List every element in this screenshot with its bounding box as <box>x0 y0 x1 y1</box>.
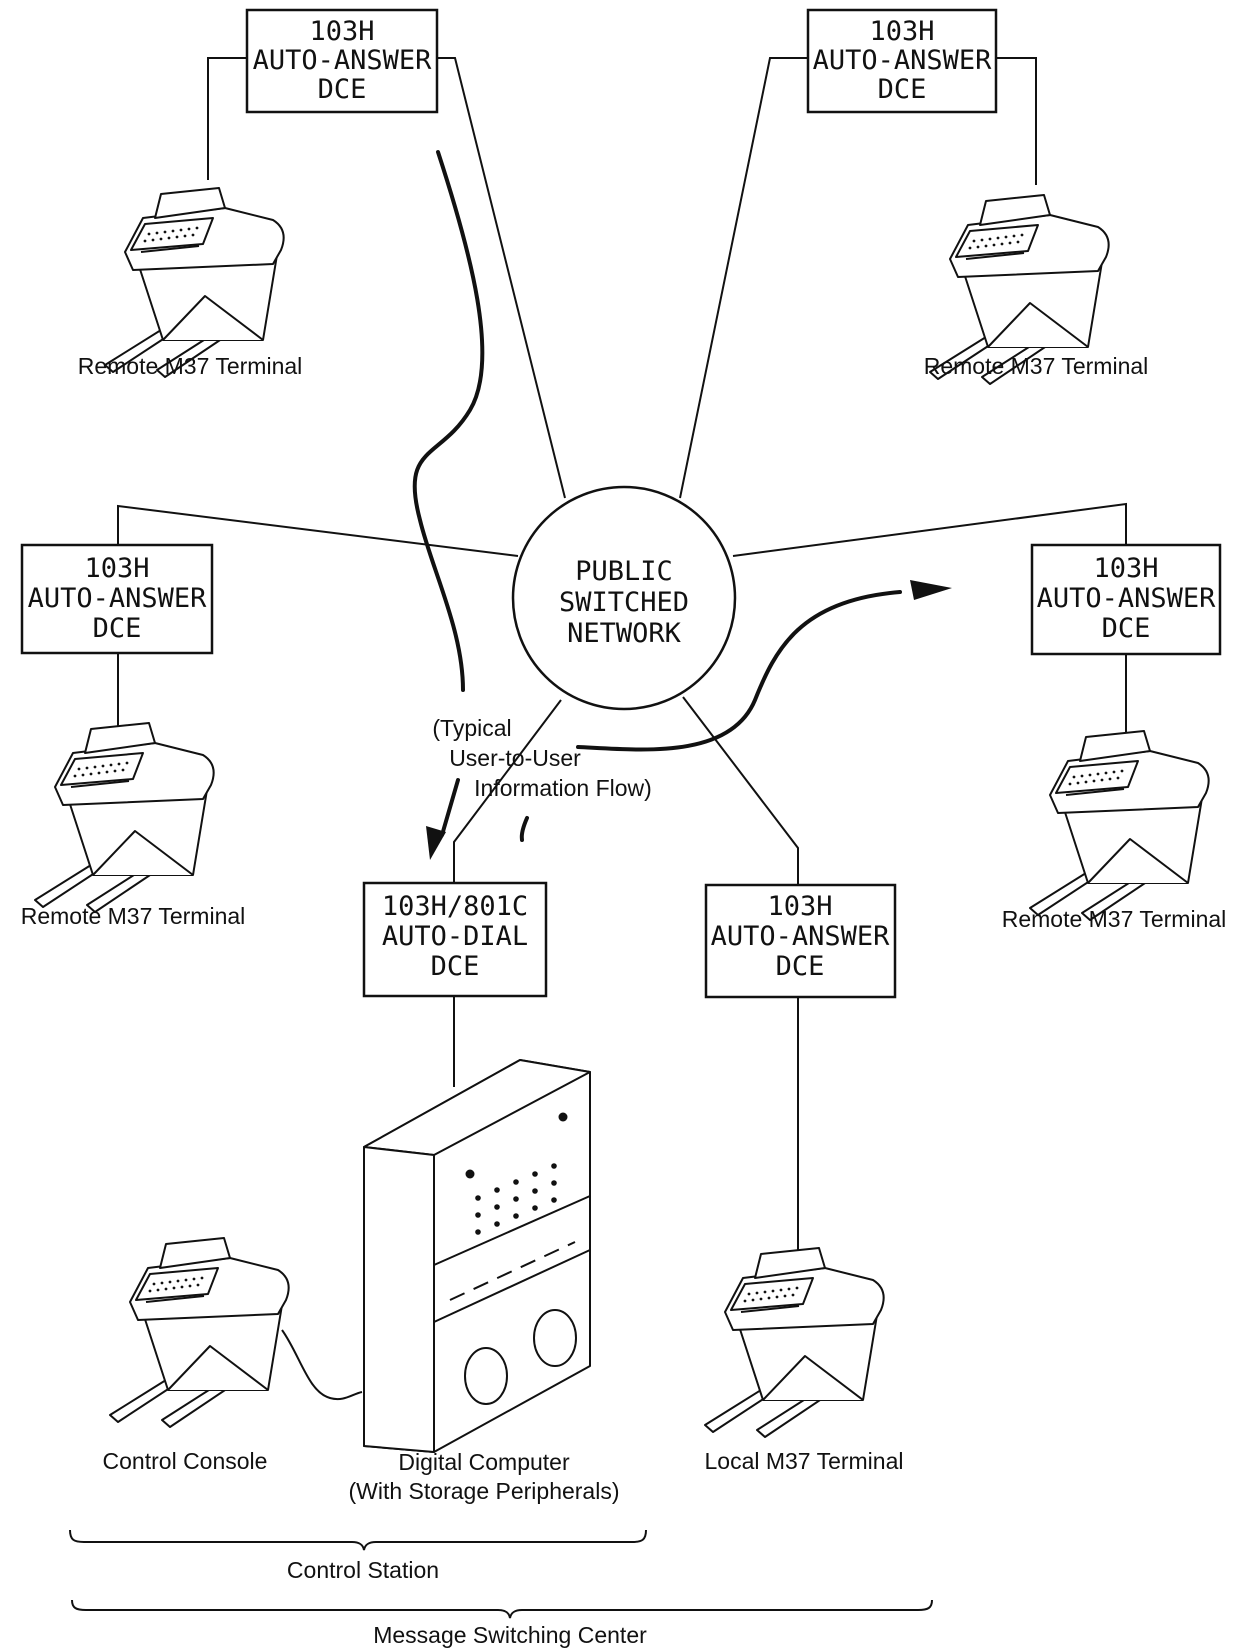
dce-top-right-line-3: DCE <box>878 74 927 105</box>
wire-local <box>683 697 798 885</box>
terminal-mid-right-icon <box>1030 731 1209 920</box>
public-switched-network: PUBLIC SWITCHED NETWORK <box>513 487 735 709</box>
dce-local-line-2: AUTO-ANSWER <box>711 921 891 952</box>
flow-annotation-line-3: Information Flow) <box>474 775 652 801</box>
dce-mid-right-line-2: AUTO-ANSWER <box>1037 583 1217 614</box>
terminal-local-icon <box>705 1248 884 1437</box>
flow-annotation-line-1: (Typical <box>432 715 511 741</box>
computer-label-line-1: Digital Computer <box>398 1449 570 1475</box>
dce-local: 103H AUTO-ANSWER DCE <box>706 885 895 997</box>
dce-top-right: 103H AUTO-ANSWER DCE <box>808 10 996 112</box>
dce-mid-left-line-2: AUTO-ANSWER <box>28 583 208 614</box>
dce-auto-dial-line-1: 103H/801C <box>382 891 528 922</box>
wire-top-right-terminal <box>992 58 1036 185</box>
dce-top-left-line-3: DCE <box>318 74 367 105</box>
digital-computer-icon <box>364 1060 590 1452</box>
dce-top-right-line-1: 103H <box>869 16 934 47</box>
dce-mid-right: 103H AUTO-ANSWER DCE <box>1032 545 1220 654</box>
dce-top-right-line-2: AUTO-ANSWER <box>813 45 993 76</box>
dce-top-left: 103H AUTO-ANSWER DCE <box>247 10 437 112</box>
control-station-label: Control Station <box>287 1557 439 1583</box>
dce-mid-left-line-3: DCE <box>93 613 142 644</box>
computer-label-line-2: (With Storage Peripherals) <box>349 1478 620 1504</box>
terminal-local-label: Local M37 Terminal <box>704 1448 903 1474</box>
message-switching-center-bracket: Message Switching Center <box>72 1600 932 1648</box>
dce-mid-left: 103H AUTO-ANSWER DCE <box>22 545 212 653</box>
network-line-1: PUBLIC <box>575 556 673 587</box>
network-line-2: SWITCHED <box>559 587 689 618</box>
terminal-control-console-icon <box>110 1238 289 1427</box>
wire-top-left <box>415 58 565 498</box>
dce-top-left-line-1: 103H <box>309 16 374 47</box>
wire-top-right <box>680 58 808 498</box>
control-station-bracket: Control Station <box>70 1530 646 1583</box>
dce-auto-dial-line-2: AUTO-DIAL <box>382 921 528 952</box>
flow-arrow-inbound-tail <box>442 780 458 835</box>
terminal-top-right-label: Remote M37 Terminal <box>924 353 1149 379</box>
dce-auto-dial-line-3: DCE <box>431 951 480 982</box>
flow-arrow-outbound-head <box>910 580 952 600</box>
flow-annotation-line-2: User-to-User <box>449 745 581 771</box>
dce-local-line-3: DCE <box>776 951 825 982</box>
terminal-mid-left-icon <box>35 723 214 912</box>
dce-auto-dial: 103H/801C AUTO-DIAL DCE <box>364 883 546 996</box>
dce-mid-right-line-1: 103H <box>1093 553 1158 584</box>
flow-arrow-outbound-start <box>522 818 527 840</box>
terminal-top-left-icon <box>105 188 284 377</box>
message-switching-center-label: Message Switching Center <box>373 1622 647 1648</box>
wire-top-left-terminal <box>208 58 247 180</box>
dce-top-left-line-2: AUTO-ANSWER <box>253 45 433 76</box>
network-line-3: NETWORK <box>567 618 682 649</box>
terminal-mid-right-label: Remote M37 Terminal <box>1002 906 1227 932</box>
control-console-label: Control Console <box>103 1448 268 1474</box>
terminal-mid-left-label: Remote M37 Terminal <box>21 903 246 929</box>
dce-mid-right-line-3: DCE <box>1102 613 1151 644</box>
terminal-top-left-label: Remote M37 Terminal <box>78 353 303 379</box>
dce-mid-left-line-1: 103H <box>84 553 149 584</box>
dce-local-line-1: 103H <box>767 891 832 922</box>
flow-arrow-inbound <box>415 152 483 690</box>
wire-console-computer <box>282 1330 362 1399</box>
